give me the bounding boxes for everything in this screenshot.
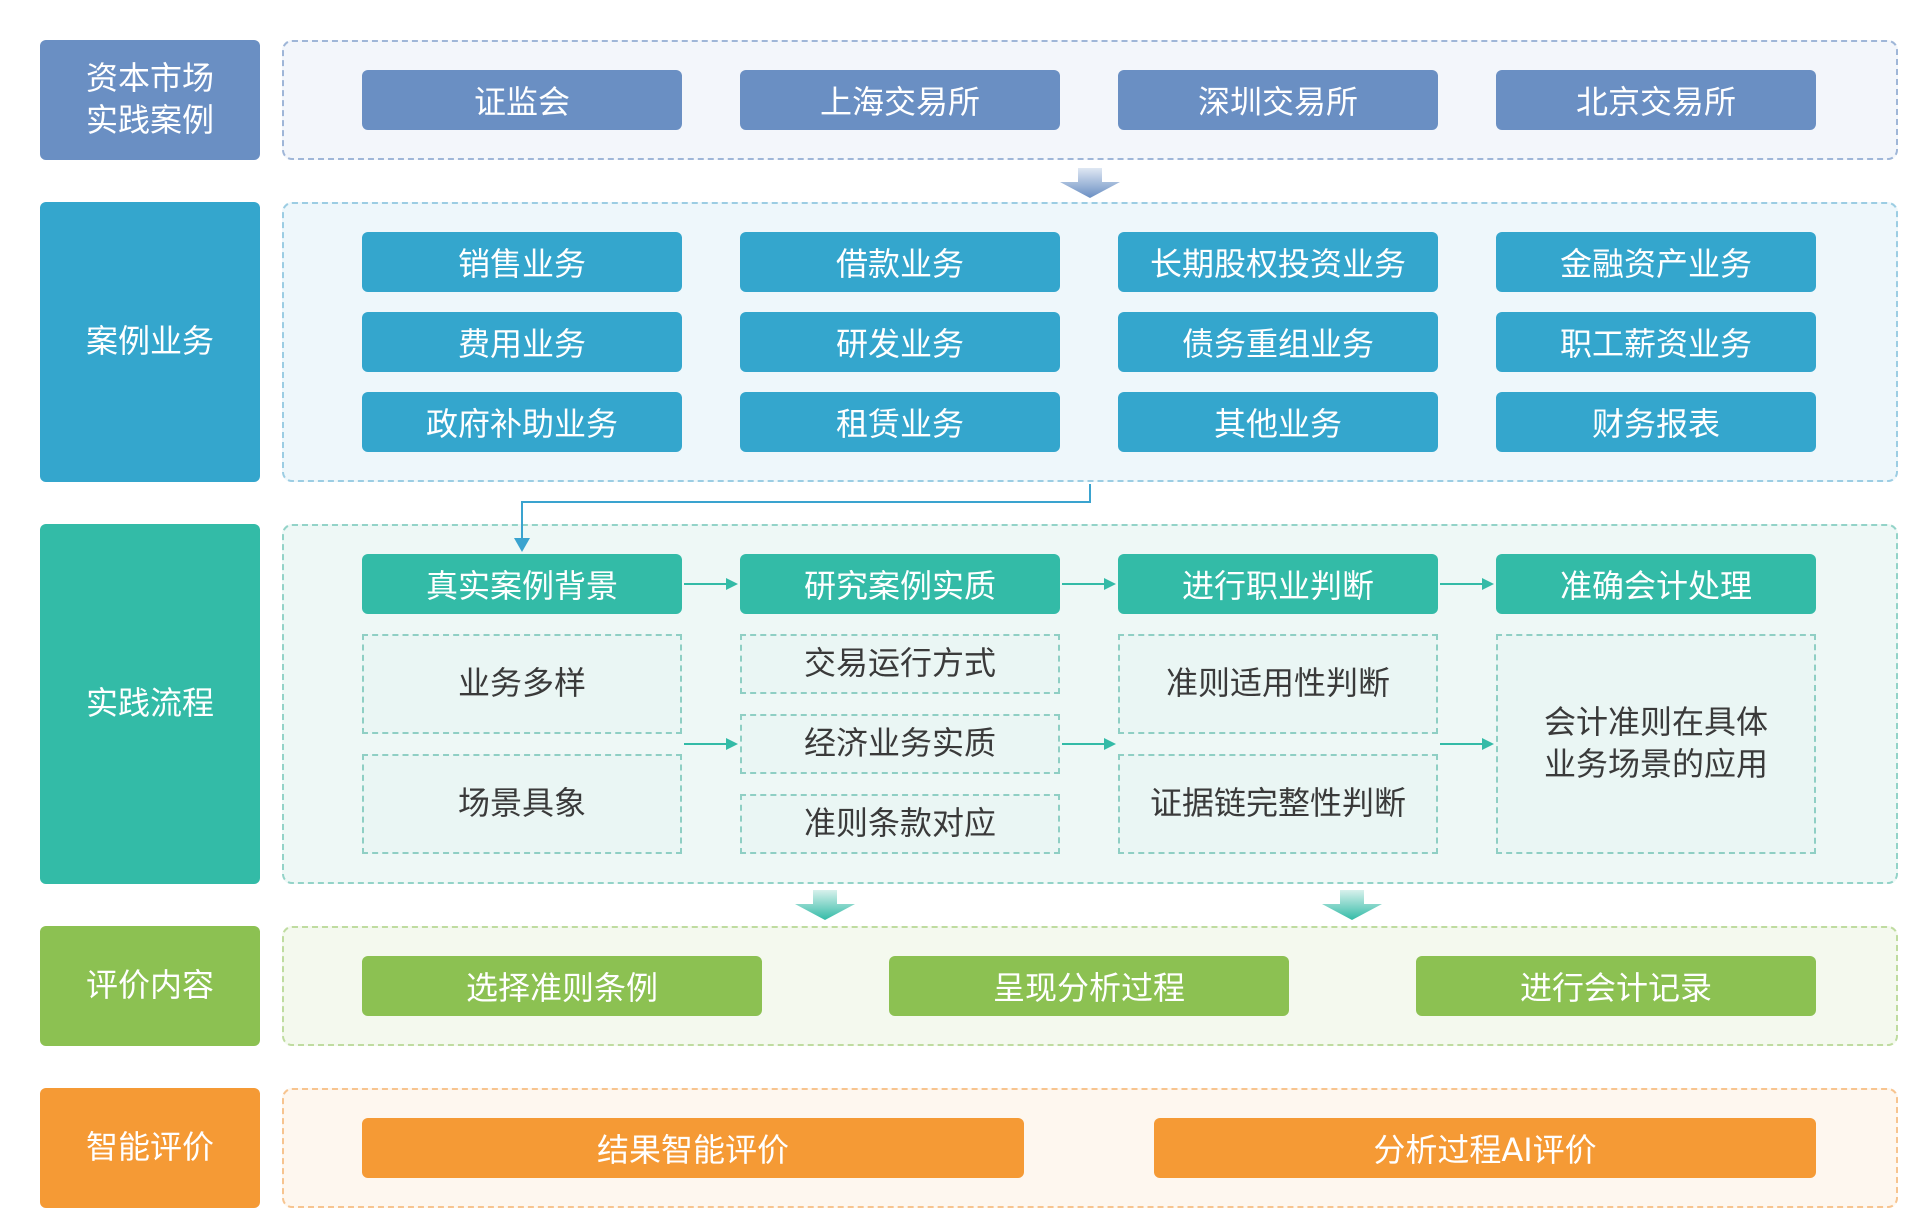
item-financial-assets: 金融资产业务: [1496, 232, 1816, 292]
sub-concrete-scenario: 场景具象: [362, 754, 682, 854]
sub-standard-clause: 准则条款对应: [740, 794, 1060, 854]
sub-economic-substance: 经济业务实质: [740, 714, 1060, 774]
row-label-practice-flow: 实践流程: [40, 524, 260, 884]
item-gov-subsidy: 政府补助业务: [362, 392, 682, 452]
down-arrow-2: [795, 890, 855, 920]
sub-standard-application: 会计准则在具体 业务场景的应用: [1496, 634, 1816, 854]
item-long-term-equity: 长期股权投资业务: [1118, 232, 1438, 292]
eval-accounting-record: 进行会计记录: [1416, 956, 1816, 1016]
item-payroll: 职工薪资业务: [1496, 312, 1816, 372]
item-csrc: 证监会: [362, 70, 682, 130]
step-accurate-accounting: 准确会计处理: [1496, 554, 1816, 614]
step-real-case-background: 真实案例背景: [362, 554, 682, 614]
item-shenzhen-exchange: 深圳交易所: [1118, 70, 1438, 130]
item-beijing-exchange: 北京交易所: [1496, 70, 1816, 130]
eval-present-analysis: 呈现分析过程: [889, 956, 1289, 1016]
item-sales: 销售业务: [362, 232, 682, 292]
row-label-evaluation: 评价内容: [40, 926, 260, 1046]
smart-result-eval: 结果智能评价: [362, 1118, 1024, 1178]
step-professional-judgment: 进行职业判断: [1118, 554, 1438, 614]
item-shanghai-exchange: 上海交易所: [740, 70, 1060, 130]
sub-evidence-chain: 证据链完整性判断: [1118, 754, 1438, 854]
smart-ai-process-eval: 分析过程AI评价: [1154, 1118, 1816, 1178]
item-debt-restructuring: 债务重组业务: [1118, 312, 1438, 372]
step-study-case-essence: 研究案例实质: [740, 554, 1060, 614]
sub-transaction-mode: 交易运行方式: [740, 634, 1060, 694]
down-arrow-1: [1060, 168, 1120, 198]
item-rnd: 研发业务: [740, 312, 1060, 372]
sub-standard-applicability: 准则适用性判断: [1118, 634, 1438, 734]
item-expense: 费用业务: [362, 312, 682, 372]
sub-diverse-business: 业务多样: [362, 634, 682, 734]
item-other: 其他业务: [1118, 392, 1438, 452]
row-label-capital-market: 资本市场 实践案例: [40, 40, 260, 160]
item-loan: 借款业务: [740, 232, 1060, 292]
down-arrow-3: [1322, 890, 1382, 920]
row-label-case-business: 案例业务: [40, 202, 260, 482]
item-financial-statements: 财务报表: [1496, 392, 1816, 452]
row-label-smart-eval: 智能评价: [40, 1088, 260, 1208]
eval-select-standard: 选择准则条例: [362, 956, 762, 1016]
item-lease: 租赁业务: [740, 392, 1060, 452]
